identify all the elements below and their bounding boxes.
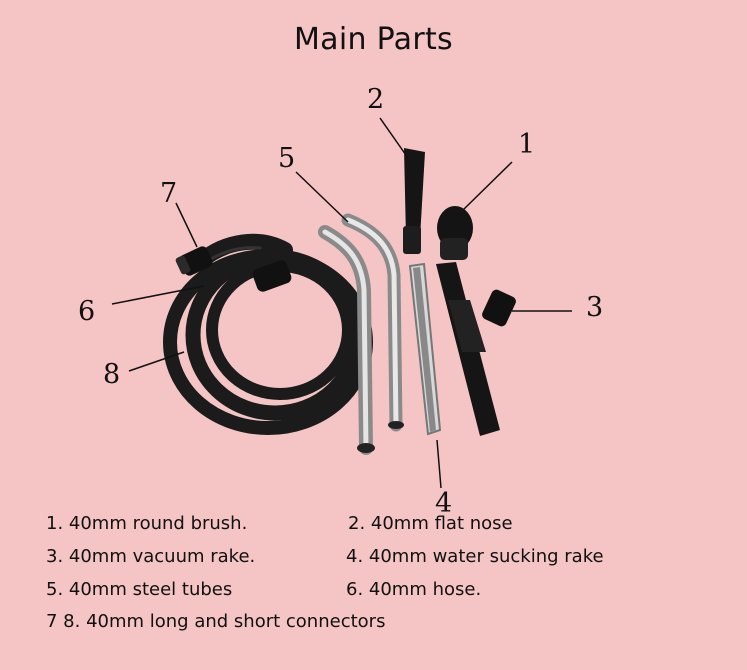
- part-1: 1. 40mm round brush.: [46, 513, 248, 534]
- part-5: 5. 40mm steel tubes: [46, 579, 233, 600]
- page-title: Main Parts: [293, 22, 453, 57]
- leader-lines: [111, 117, 572, 489]
- connector-short: [252, 260, 292, 292]
- flat-nose: [403, 148, 425, 254]
- callout-7: 7: [160, 178, 178, 209]
- callout-5: 5: [278, 143, 296, 174]
- part-7-8: 7 8. 40mm long and short connectors: [46, 611, 386, 632]
- part-3: 3. 40mm vacuum rake.: [46, 546, 256, 567]
- round-brush: [437, 206, 473, 260]
- vacuum-rake: [436, 262, 516, 436]
- connector-long: [175, 246, 213, 276]
- callout-3: 3: [586, 292, 604, 323]
- water-sucking-rake: [408, 262, 442, 436]
- callout-8: 8: [103, 359, 121, 390]
- callout-4: 4: [435, 488, 453, 519]
- part-2: 2. 40mm flat nose: [348, 513, 513, 534]
- callout-6: 6: [78, 296, 96, 327]
- steel-tubes: [318, 213, 403, 455]
- part-6: 6. 40mm hose.: [346, 579, 482, 600]
- callout-1: 1: [518, 129, 536, 160]
- part-4: 4. 40mm water sucking rake: [346, 546, 604, 567]
- callout-2: 2: [367, 84, 385, 115]
